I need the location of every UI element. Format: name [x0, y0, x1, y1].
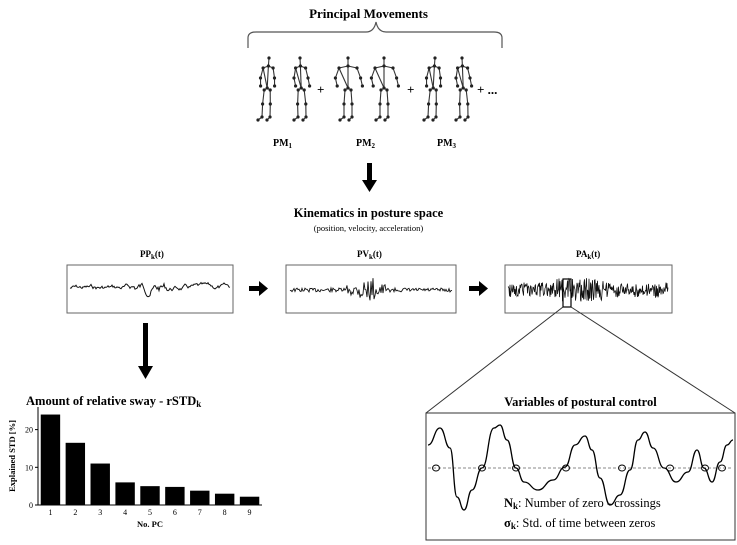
pm1-label: PM1 [273, 138, 293, 150]
x-tick-label: 7 [198, 508, 202, 517]
bar [90, 463, 110, 505]
brace [247, 21, 503, 48]
zero-crossing-mark [432, 464, 440, 472]
postural-title: Variables of postural control [504, 395, 657, 409]
nk-definition: Nk: Number of zero - crossings [504, 496, 661, 511]
zero-crossing-mark [618, 464, 626, 472]
right-arrow-icon [469, 281, 488, 296]
zero-crossing-mark [718, 464, 726, 472]
down-arrow-icon [138, 323, 153, 379]
pa-signal [507, 277, 669, 302]
zero-crossing-mark [478, 464, 486, 472]
pv-label: PVk(t) [357, 249, 382, 261]
x-axis-label: No. PC [137, 519, 163, 529]
zoom-wave [427, 424, 734, 511]
zero-crossing-mark [512, 464, 520, 472]
y-tick-label: 20 [25, 426, 33, 435]
bar [165, 486, 185, 505]
kinematics-subtitle: (position, velocity, acceleration) [313, 223, 424, 233]
bar [115, 482, 135, 505]
zero-crossing-mark [666, 464, 674, 472]
x-tick-label: 2 [73, 508, 77, 517]
plus-sign: + [407, 82, 415, 97]
ellipsis: + ... [477, 82, 498, 97]
x-tick-label: 3 [98, 508, 102, 517]
plus-sign: + [317, 82, 325, 97]
x-tick-label: 4 [123, 508, 127, 517]
y-tick-label: 0 [29, 501, 33, 510]
sigma-definition: σk: Std. of time between zeros [504, 516, 656, 531]
zero-crossing-mark [701, 464, 709, 472]
x-tick-label: 9 [248, 508, 252, 517]
stick-figures [256, 56, 474, 122]
down-arrow-icon [362, 163, 377, 192]
y-tick-label: 10 [25, 463, 33, 472]
pp-panel [66, 264, 234, 314]
bar-chart: 0 10 20 1 2 3 4 5 6 7 8 9No. PC Explained STD [%] [7, 407, 262, 529]
zero-crossings [432, 464, 726, 472]
pm3-label: PM3 [437, 138, 457, 150]
x-tick-label: 5 [148, 508, 152, 517]
zero-crossing-mark [562, 464, 570, 472]
zoom-window [562, 278, 572, 308]
pv-signal [289, 278, 453, 301]
bar [65, 442, 86, 505]
sway-title: Amount of relative sway - rSTDk [26, 394, 202, 409]
principal-movements-title: Principal Movements [309, 6, 428, 21]
bar [239, 496, 260, 505]
bar [140, 486, 160, 505]
pp-label: PPk(t) [140, 249, 164, 261]
x-tick-label: 8 [223, 508, 227, 517]
x-tick-label: 6 [173, 508, 177, 517]
y-axis-label: Explained STD [%] [7, 420, 17, 492]
x-tick-label: 1 [48, 508, 52, 517]
zoom-line [425, 306, 564, 414]
zoom-line [570, 306, 736, 414]
pa-label: PAk(t) [576, 249, 601, 261]
right-arrow-icon [249, 281, 268, 296]
pm2-label: PM2 [356, 138, 376, 150]
kinematics-title: Kinematics in posture space [293, 206, 444, 220]
pp-signal [69, 281, 231, 298]
bar [40, 414, 61, 505]
bar [190, 490, 210, 505]
bar [214, 493, 235, 505]
